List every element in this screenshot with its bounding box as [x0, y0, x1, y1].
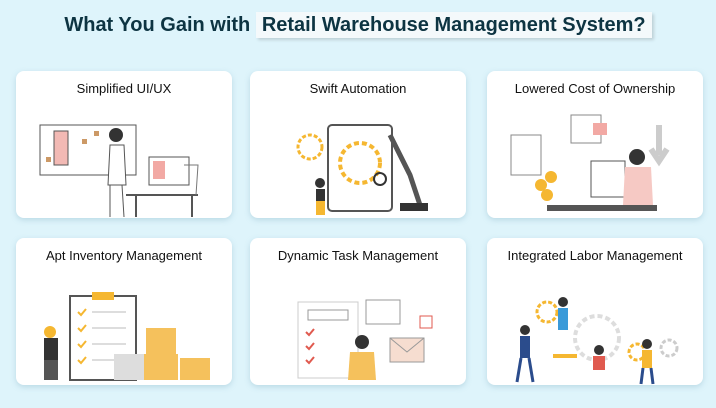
card-label: Apt Inventory Management [45, 248, 203, 263]
card-lowered-cost: Lowered Cost of Ownership [487, 71, 703, 218]
card-label: Integrated Labor Management [507, 248, 683, 263]
task-checklist-icon [297, 299, 433, 380]
card-label: Lowered Cost of Ownership [514, 81, 676, 96]
team-gears-icon [515, 297, 679, 385]
card-simplified-ui-ux: Simplified UI/UX [16, 71, 232, 218]
page-title: What You Gain with Retail Warehouse Mana… [0, 12, 716, 38]
title-highlight: Retail Warehouse Management System? [255, 12, 652, 38]
card-dynamic-task: Dynamic Task Management [250, 238, 466, 385]
card-apt-inventory: Apt Inventory Management [16, 238, 232, 385]
card-integrated-labor: Integrated Labor Management [487, 238, 703, 385]
card-label: Simplified UI/UX [76, 81, 172, 96]
developer-cost-icon [510, 114, 670, 211]
robot-arm-gears-icon [296, 124, 428, 215]
designer-whiteboard-icon [39, 124, 199, 218]
clipboard-boxes-icon [44, 292, 210, 381]
card-label: Dynamic Task Management [277, 248, 439, 263]
card-label: Swift Automation [309, 81, 407, 96]
card-swift-automation: Swift Automation [250, 71, 466, 218]
